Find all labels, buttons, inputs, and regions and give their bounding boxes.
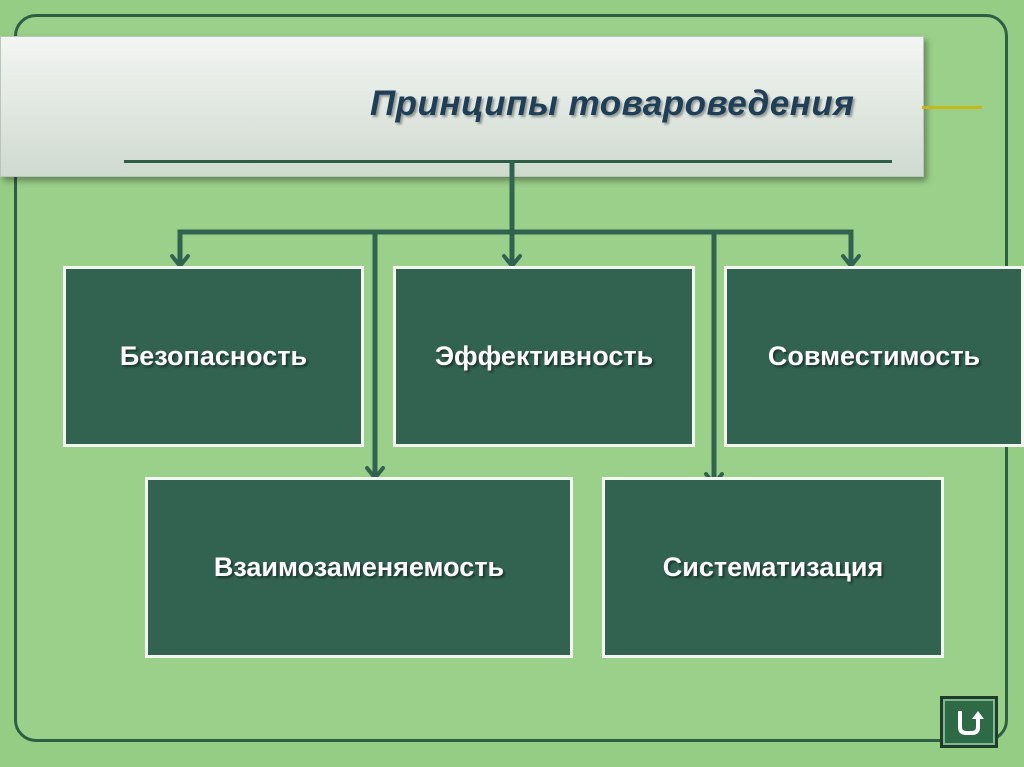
- node-vzaimozamenyaemost: Взаимозаменяемость: [145, 477, 573, 658]
- title-accent-line: [922, 106, 982, 109]
- return-arrow-icon: [958, 711, 984, 735]
- node-sistematizatsiya: Систематизация: [602, 477, 944, 658]
- node-label: Систематизация: [662, 552, 884, 582]
- node-label: Безопасность: [119, 341, 308, 371]
- node-bezopasnost: Безопасность: [63, 266, 364, 447]
- node-label: Эффективность: [434, 341, 654, 371]
- return-button[interactable]: [940, 696, 998, 748]
- node-effektivnost: Эффективность: [393, 266, 695, 447]
- node-label: Взаимозаменяемость: [213, 552, 505, 582]
- page-title: Принципы товароведения: [370, 84, 855, 123]
- title-banner: [0, 36, 924, 177]
- title-underline: [124, 160, 892, 163]
- node-sovmestimost: Совместимость: [724, 266, 1024, 447]
- node-label: Совместимость: [767, 341, 981, 371]
